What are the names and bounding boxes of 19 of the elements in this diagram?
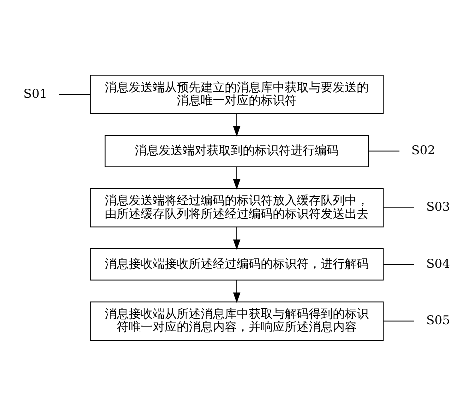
node-box: 消息发送端将经过编码的标识符放入缓存队列中，由所述缓存队列将所述经过编码的标识符发送出去 — [90, 188, 384, 228]
node-box: 消息接收端从所述消息库中获取与解码得到的标识符唯一对应的消息内容，并响应所述消息内容 — [90, 301, 384, 340]
node-box: 消息接收端接收所述经过编码的标识符，进行解码 — [90, 248, 384, 280]
connector — [383, 264, 415, 265]
node-text: S02 — [412, 143, 436, 158]
arrow — [233, 226, 241, 250]
arrow — [233, 166, 241, 190]
node-text: S01 — [24, 86, 48, 100]
connector — [368, 150, 400, 152]
node-text: S03 — [426, 200, 450, 214]
connector — [383, 207, 415, 208]
arrow — [233, 280, 241, 303]
node-box: 消息发送端对获取到的标识符进行编码 — [104, 134, 370, 167]
node-box: 消息发送端从预先建立的消息库中获取与要发送的消息唯一对应的标识符 — [90, 74, 384, 114]
node-text: S04 — [426, 256, 450, 270]
arrow — [233, 113, 241, 136]
node-text: S05 — [426, 313, 450, 328]
connector — [58, 94, 91, 95]
connector — [383, 320, 415, 322]
